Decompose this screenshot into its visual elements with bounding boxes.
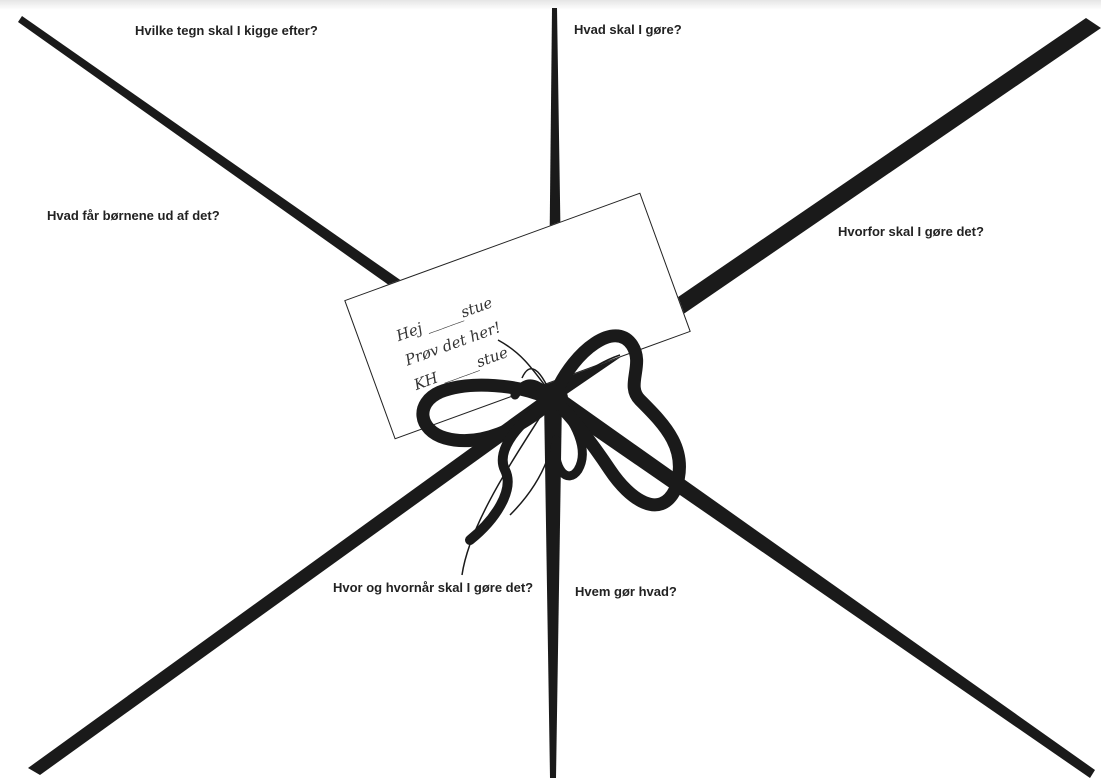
question-top-left: Hvilke tegn skal I kigge efter? [135, 23, 320, 39]
question-left: Hvad får børnene ud af det? [47, 208, 287, 224]
bow-knot [538, 385, 568, 411]
question-top-right: Hvad skal I gøre? [574, 22, 774, 38]
question-right: Hvorfor skal I gøre det? [838, 224, 1078, 240]
question-bottom-right: Hvem gør hvad? [575, 584, 775, 600]
question-bottom-left: Hvor og hvornår skal I gøre det? [333, 580, 538, 596]
